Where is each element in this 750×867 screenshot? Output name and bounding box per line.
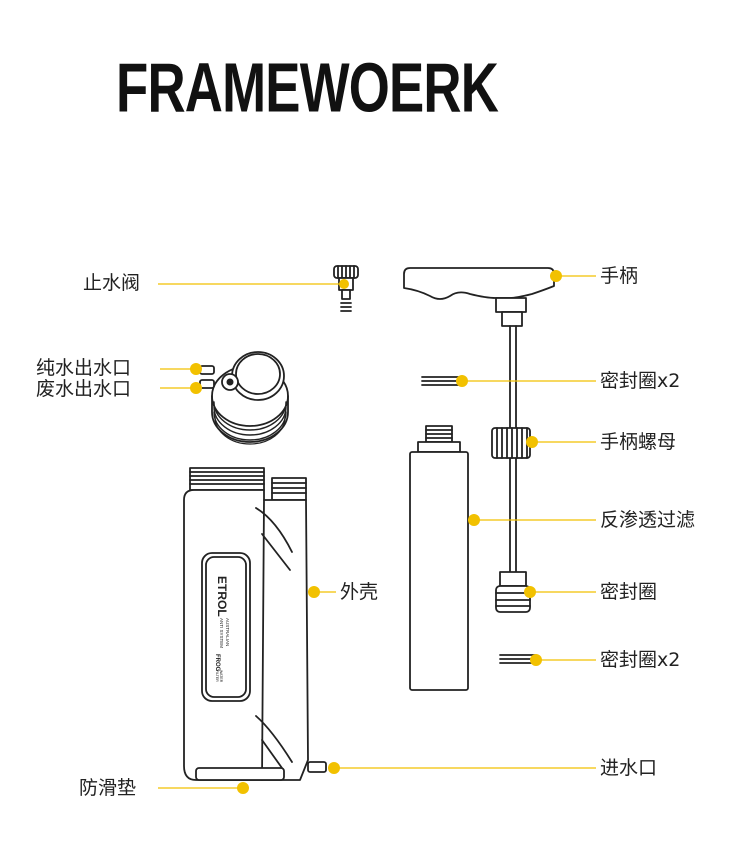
shell-part xyxy=(183,467,327,781)
label-inlet: 进水口 xyxy=(600,757,658,779)
ro-filter-part xyxy=(409,425,469,691)
outlet-cap-part xyxy=(199,351,289,445)
device-line1: AUSTRALIAN xyxy=(225,618,230,646)
handle-part xyxy=(403,267,555,573)
label-shell: 外壳 xyxy=(340,581,379,603)
leader-dot xyxy=(456,375,468,387)
leader-dot xyxy=(237,782,249,794)
device-brand: ETROL xyxy=(215,576,229,617)
device-logo-sub2: FILTER xyxy=(215,670,219,682)
device-line2: ANTI SYSTEM xyxy=(219,618,224,648)
leader-dot xyxy=(308,586,320,598)
leader-dot xyxy=(550,270,562,282)
label-seal-x2-top: 密封圈x2 xyxy=(600,370,681,392)
device-logo: FROG xyxy=(214,654,220,672)
leader-dot xyxy=(339,279,349,289)
handle-nut-part xyxy=(491,427,531,459)
label-pure-outlet: 纯水出水口 xyxy=(36,357,132,379)
label-seal-x2-bottom: 密封圈x2 xyxy=(600,649,681,671)
label-handle: 手柄 xyxy=(600,265,639,287)
leader-dot xyxy=(530,654,542,666)
seal-ring-bottom xyxy=(499,654,537,664)
device-print: ETROL AUSTRALIAN ANTI SYSTEM FROG WATER … xyxy=(214,576,230,683)
page-title: FRAMEWOERK xyxy=(116,47,499,127)
label-stop-valve: 止水阀 xyxy=(83,272,141,294)
label-waste-outlet: 废水出水口 xyxy=(36,378,132,400)
label-ro-filter: 反渗透过滤 xyxy=(600,509,696,531)
seal-ring-top xyxy=(421,376,461,386)
label-antislip-pad: 防滑垫 xyxy=(79,777,137,799)
leader-dot xyxy=(468,514,480,526)
leader-dot xyxy=(328,762,340,774)
leader-dot xyxy=(190,382,202,394)
label-seal: 密封圈 xyxy=(600,581,658,603)
label-handle-nut: 手柄螺母 xyxy=(600,431,677,453)
leader-dot xyxy=(526,436,538,448)
leader-dot xyxy=(190,363,202,375)
seal-part xyxy=(495,571,531,613)
leader-dot xyxy=(524,586,536,598)
device-logo-sub1: WATER xyxy=(219,670,223,683)
